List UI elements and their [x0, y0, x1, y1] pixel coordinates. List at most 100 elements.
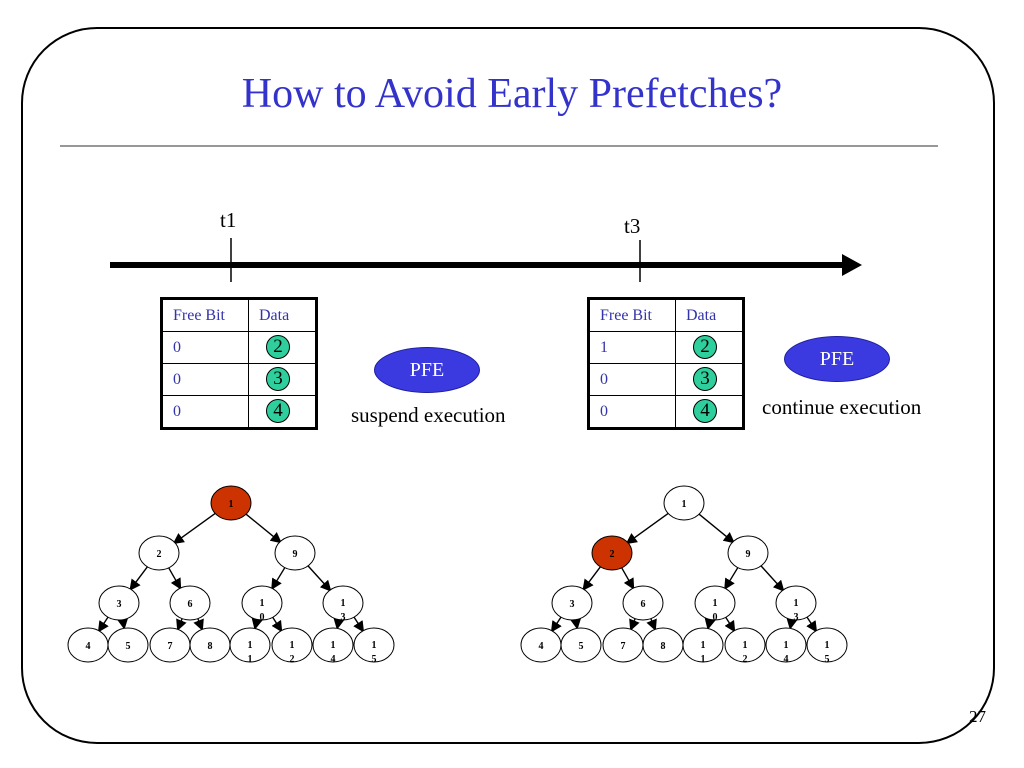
tree-edge: [176, 618, 187, 631]
tree-node: [274, 535, 316, 571]
tree-node: [682, 627, 724, 663]
tree-node-label: 3: [794, 612, 799, 623]
tree-node: [312, 627, 354, 663]
tree-node-label: 1: [701, 654, 706, 665]
tree-node-label: 8: [661, 641, 666, 652]
tree-node: [765, 627, 807, 663]
caption-continue-execution: continue execution: [762, 395, 922, 419]
tree-edge: [697, 512, 735, 544]
tree-node-label: 1: [260, 598, 265, 609]
tree-node: [560, 627, 602, 663]
data-cell: 4: [248, 395, 317, 429]
data-bubble: 4: [266, 399, 290, 423]
tree-edge: [97, 616, 109, 633]
tree-node-label: 3: [341, 612, 346, 623]
free-bit-cell: 0: [161, 395, 249, 429]
header-free-bit: Free Bit: [588, 298, 676, 332]
free-bit-cell: 0: [588, 395, 676, 429]
pfe-ellipse-right: PFE: [784, 336, 890, 382]
tree-node-label: 4: [784, 654, 789, 665]
caption-suspend-execution: suspend execution: [351, 403, 506, 427]
tree-node-label: 7: [168, 641, 173, 652]
data-cell: 3: [675, 363, 744, 396]
tree-node: [694, 585, 736, 621]
tree-node: [663, 485, 705, 521]
header-data: Data: [675, 298, 744, 332]
table-row: 0 4: [161, 395, 317, 429]
data-bubble: 2: [693, 335, 717, 359]
data-bubble: 2: [266, 335, 290, 359]
tree-node: [551, 585, 593, 621]
tree-edge: [306, 564, 332, 592]
tree-node-label: 9: [293, 549, 298, 560]
tree-node-label: 5: [579, 641, 584, 652]
tree-edge: [193, 618, 204, 631]
tree-node-label: 4: [86, 641, 91, 652]
tree-node-label: 1: [701, 640, 706, 651]
tree-node-label: 1: [229, 499, 234, 510]
tree-node-label: 1: [713, 598, 718, 609]
free-bit-cell: 0: [161, 331, 249, 364]
tree-node-label: 9: [746, 549, 751, 560]
tree-edge: [806, 616, 818, 633]
tree-node-label: 1: [743, 640, 748, 651]
tree-edge: [786, 617, 798, 630]
data-cell: 4: [675, 395, 744, 429]
tree-edge: [724, 566, 739, 591]
tree-node: [169, 585, 211, 621]
tree-edge: [759, 564, 785, 592]
tree-node-highlighted: [210, 485, 252, 521]
tree-node: [727, 535, 769, 571]
tree-edge: [251, 617, 263, 631]
tree-node-label: 2: [743, 654, 748, 665]
table-header-row: Free Bit Data: [588, 298, 744, 332]
tree-node-label: 1: [341, 598, 346, 609]
tree-node: [724, 627, 766, 663]
tree-node-label: 1: [794, 598, 799, 609]
tree-node-label: 1: [248, 654, 253, 665]
free-bit-table-t3: Free Bit Data 1 2 0 3 0 4: [587, 297, 745, 430]
tree-edge: [129, 565, 149, 591]
tree-node: [271, 627, 313, 663]
tree-node-label: 1: [825, 640, 830, 651]
timeline-arrowhead: [842, 254, 862, 276]
tree-node: [353, 627, 395, 663]
tree-node: [107, 627, 149, 663]
table-header-row: Free Bit Data: [161, 298, 317, 332]
table-row: 0 2: [161, 331, 317, 364]
tree-node-label: 0: [713, 612, 718, 623]
tree-edge: [629, 618, 640, 631]
tree-node-label: 5: [372, 654, 377, 665]
pfe-ellipse-left: PFE: [374, 347, 480, 393]
tree-edge: [333, 617, 345, 630]
tree-edge: [117, 617, 129, 630]
tree-node: [322, 585, 364, 621]
tree-node-label: 5: [126, 641, 131, 652]
tree-node-label: 2: [157, 549, 162, 560]
tree-node: [241, 585, 283, 621]
tree-edge: [620, 567, 635, 590]
data-cell: 2: [248, 331, 317, 364]
slide-title: How to Avoid Early Prefetches?: [241, 71, 783, 117]
tree-node-label: 1: [331, 640, 336, 651]
tree-node-label: 1: [248, 640, 253, 651]
data-cell: 2: [675, 331, 744, 364]
tree-node-label: 0: [260, 612, 265, 623]
tree-node-label: 8: [208, 641, 213, 652]
tree-edge: [570, 617, 582, 630]
data-bubble: 3: [266, 367, 290, 391]
tree-edge: [625, 512, 670, 545]
tree-node-label: 4: [331, 654, 336, 665]
tree-edge: [271, 566, 286, 591]
tree-node-label: 1: [784, 640, 789, 651]
header-data: Data: [248, 298, 317, 332]
tree-node-label: 2: [290, 654, 295, 665]
data-cell: 3: [248, 363, 317, 396]
slide-number: 27: [969, 707, 986, 726]
tree-node-label: 5: [825, 654, 830, 665]
tree-node-label: 4: [539, 641, 544, 652]
tree-edge: [550, 616, 562, 633]
